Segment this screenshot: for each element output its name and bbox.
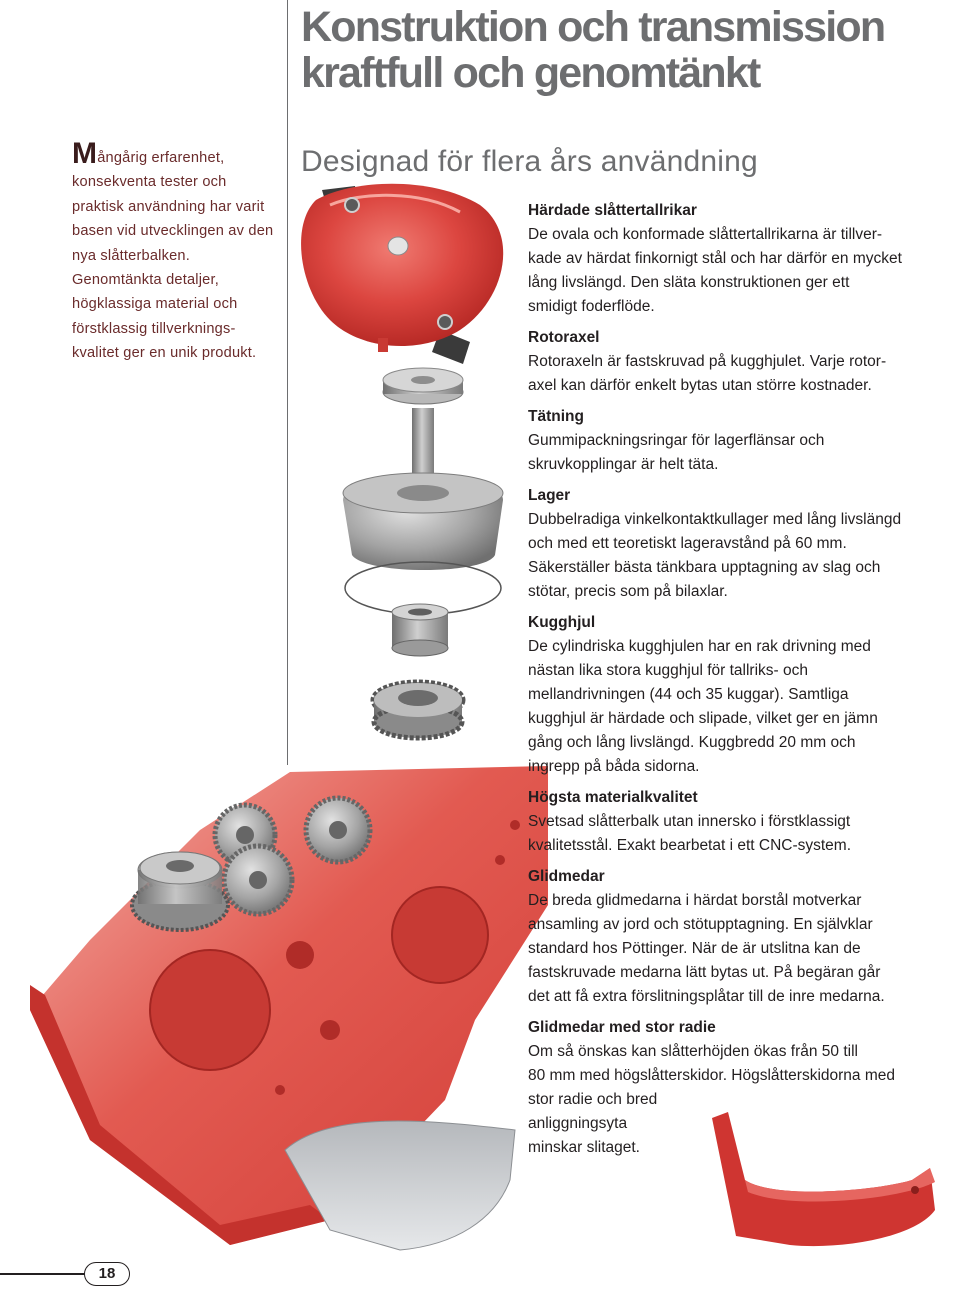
feature-bearings: Lager Dubbelradiga vinkelkontaktkullager… (528, 484, 960, 604)
title-line-2: kraftfull och genomtänkt (301, 49, 761, 97)
title-line-1: Konstruktion och transmission (301, 3, 886, 51)
mower-disc-icon (301, 183, 504, 364)
feature-skids: Glidmedar De breda glidmedarna i härdat … (528, 865, 960, 1009)
feature-body: Om så önskas kan slåtterhöjden ökas från… (528, 1043, 895, 1156)
feature-material-quality: Högsta materialkvalitet Svetsad slåtterb… (528, 786, 960, 858)
feature-rotor-shaft: Rotoraxel Rotoraxeln är fastskruvad på k… (528, 326, 960, 398)
feature-title: Rotoraxel (528, 329, 600, 346)
feature-body: Rotoraxeln är fastskruvad på kugghjulet.… (528, 353, 887, 394)
feature-sealing: Tätning Gummipackningsringar för lagerfl… (528, 405, 960, 477)
intro-initial: M (72, 137, 98, 170)
feature-gears: Kugghjul De cylindriska kugghjulen har e… (528, 611, 960, 779)
feature-body: Dubbelradiga vinkelkontaktkullager med l… (528, 511, 902, 600)
feature-body: Svetsad slåtterbalk utan innersko i förs… (528, 813, 852, 854)
cutter-bar-icon (30, 766, 548, 1251)
intro-body: ångårig erfarenhet, konsekventa tester o… (72, 150, 274, 362)
feature-hardened-discs: Härdade slåttertallrikar De ovala och ko… (528, 199, 960, 319)
page-footer: 18 (0, 1262, 960, 1292)
feature-title: Glidmedar med stor radie (528, 1019, 716, 1036)
feature-body: De cylindriska kugghjulen har en rak dri… (528, 638, 878, 775)
section-subtitle: Designad för flera års användning (301, 145, 758, 178)
feature-title: Högsta materialkvalitet (528, 789, 698, 806)
high-cut-skid-icon (712, 1112, 935, 1247)
rotor-assembly-icon (342, 367, 504, 741)
feature-title: Härdade slåttertallrikar (528, 202, 697, 219)
page-title: Konstruktion och transmission kraftfull … (301, 3, 886, 97)
feature-title: Glidmedar (528, 868, 605, 885)
feature-title: Kugghjul (528, 614, 596, 631)
feature-list: Härdade slåttertallrikar De ovala och ko… (528, 199, 960, 1167)
feature-title: Lager (528, 487, 571, 504)
feature-title: Tätning (528, 408, 584, 425)
intro-text: Mångårig erfarenhet, konsekventa tester … (72, 139, 282, 366)
page-number: 18 (84, 1262, 130, 1286)
column-divider (287, 0, 288, 765)
feature-body: De ovala och konformade slåttertallrikar… (528, 226, 902, 315)
feature-high-radius-skids: Glidmedar med stor radie Om så önskas ka… (528, 1016, 960, 1160)
feature-body: Gummipackningsringar för lagerflänsar oc… (528, 432, 825, 473)
feature-body: De breda glidmedarna i härdat borstål mo… (528, 892, 885, 1005)
footer-rule (0, 1273, 86, 1275)
